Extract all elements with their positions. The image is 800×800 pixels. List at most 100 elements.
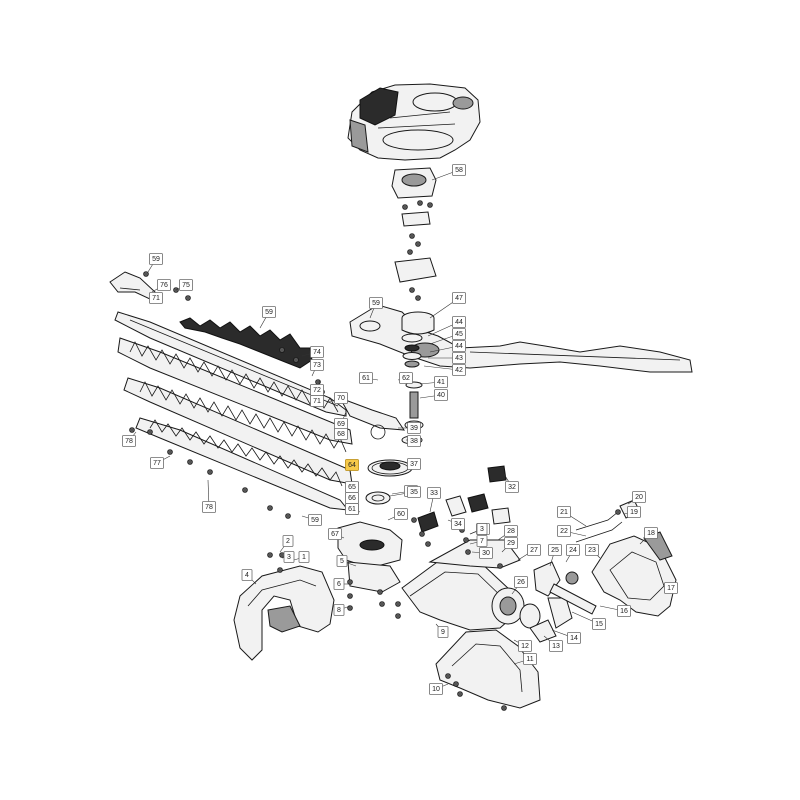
callout-number: 33	[430, 490, 438, 497]
callout-number: 28	[507, 528, 515, 535]
callout-number: 15	[595, 621, 603, 628]
callout-number: 30	[482, 550, 490, 557]
callout-23: 23	[585, 544, 599, 556]
callout-box	[452, 340, 466, 352]
callout-71: 71	[149, 292, 163, 304]
callout-number: 20	[635, 494, 643, 501]
callout-12: 12	[518, 640, 532, 652]
callout-41: 41	[434, 376, 448, 388]
callout-2: 2	[282, 535, 294, 547]
callout-box	[585, 544, 599, 556]
bearing-stack-44-42	[401, 333, 423, 368]
callout-39: 39	[407, 422, 421, 434]
callout-box	[514, 576, 528, 588]
callout-3: 3	[283, 551, 295, 563]
callout-box	[452, 164, 466, 176]
callout-box	[557, 506, 571, 518]
callout-number: 2	[286, 538, 290, 545]
callout-number: 3	[480, 526, 484, 533]
callout-26: 26	[514, 576, 528, 588]
callout-box	[310, 359, 324, 371]
callout-number: 7	[480, 538, 484, 545]
callout-box	[334, 392, 348, 404]
callout-number: 25	[551, 547, 559, 554]
callout-number: 42	[455, 367, 463, 374]
callout-number: 43	[455, 355, 463, 362]
callout-75: 75	[179, 279, 193, 291]
callout-number: 29	[507, 540, 515, 547]
callout-number: 35	[410, 489, 418, 496]
callout-box	[476, 523, 488, 535]
gear-shaft-41-40	[404, 381, 424, 430]
callout-9: 9	[437, 626, 449, 638]
callout-box	[505, 481, 519, 493]
callout-number: 23	[588, 547, 596, 554]
callout-box	[345, 459, 359, 471]
callout-6: 6	[333, 578, 345, 590]
callout-box	[557, 525, 571, 537]
callout-18: 18	[644, 527, 658, 539]
callout-number: 59	[372, 300, 380, 307]
callout-number: 64	[348, 462, 356, 469]
callout-number: 40	[437, 392, 445, 399]
callout-box	[328, 528, 342, 540]
callout-box	[518, 640, 532, 652]
callout-box	[394, 508, 408, 520]
callout-number: 41	[437, 379, 445, 386]
callout-number: 5	[340, 558, 344, 565]
callout-box	[592, 618, 606, 630]
callout-box	[527, 544, 541, 556]
callout-box	[283, 551, 295, 563]
callout-number: 37	[410, 461, 418, 468]
callout-number: 67	[331, 531, 339, 538]
callout-76: 76	[157, 279, 171, 291]
callout-number: 61	[362, 375, 370, 382]
tip-guard-76	[109, 271, 156, 301]
callout-number: 70	[337, 395, 345, 402]
callout-box	[407, 435, 421, 447]
callout-72: 72	[310, 384, 324, 396]
callout-5: 5	[336, 555, 348, 567]
callout-number: 19	[630, 509, 638, 516]
callout-number: 73	[313, 362, 321, 369]
callout-box	[369, 297, 383, 309]
callout-number: 12	[521, 643, 529, 650]
callout-box	[644, 527, 658, 539]
callout-box	[407, 422, 421, 434]
callout-number: 44	[455, 319, 463, 326]
rear-handle-left-half-11	[435, 629, 541, 709]
callout-62: 62	[399, 372, 413, 384]
callout-box	[632, 491, 646, 503]
callout-number: 47	[455, 295, 463, 302]
callout-box	[476, 535, 488, 547]
callout-59: 59	[262, 306, 276, 318]
callout-number: 44	[455, 343, 463, 350]
callout-number: 71	[313, 398, 321, 405]
callout-box	[157, 279, 171, 291]
callout-71: 71	[310, 395, 324, 407]
callout-number: 1	[302, 554, 306, 561]
callout-1: 1	[298, 551, 310, 563]
callout-70: 70	[334, 392, 348, 404]
callout-28: 28	[504, 525, 518, 537]
callout-40: 40	[434, 389, 448, 401]
callout-box	[566, 544, 580, 556]
callout-number: 45	[455, 331, 463, 338]
callout-59: 59	[369, 297, 383, 309]
callout-number: 39	[410, 425, 418, 432]
callout-14: 14	[567, 632, 581, 644]
callout-number: 34	[454, 521, 462, 528]
callout-47: 47	[452, 292, 466, 304]
callout-38: 38	[407, 435, 421, 447]
callout-number: 24	[569, 547, 577, 554]
callout-number: 78	[125, 438, 133, 445]
callout-44: 44	[452, 340, 466, 352]
callout-box	[298, 551, 310, 563]
callout-number: 76	[160, 282, 168, 289]
rear-screws-10	[445, 673, 507, 711]
callout-number: 59	[265, 309, 273, 316]
callout-box	[202, 501, 216, 513]
callout-number: 61	[348, 506, 356, 513]
